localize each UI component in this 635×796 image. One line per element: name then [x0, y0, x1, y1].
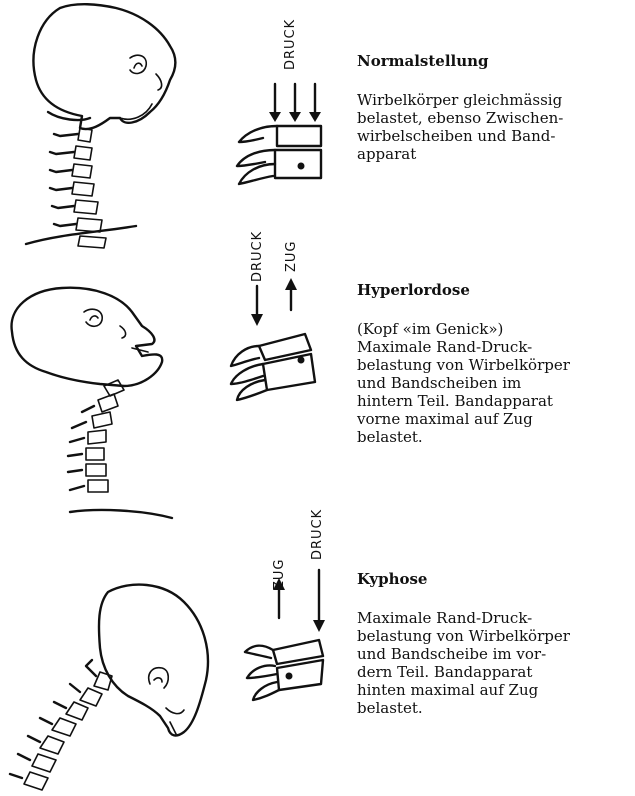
panel-hyperlordose-text: Hyperlordose (Kopf «im Genick») Maximale… — [357, 281, 627, 446]
zug-label-2: ZUG — [284, 241, 299, 273]
panel-kyphose-text: Kyphose Maximale Rand-Druck- belastung v… — [357, 570, 627, 717]
skull-hyperlordose-drawing — [2, 282, 192, 522]
skull-kyphose-drawing — [0, 576, 230, 796]
druck-label-1: DRUCK — [283, 19, 298, 70]
panel-hyperlordose-description: (Kopf «im Genick») Maximale Rand-Druck- … — [357, 320, 627, 446]
vertebra-hyperlordose-diagram — [225, 250, 345, 420]
druck-label-3: DRUCK — [310, 509, 325, 560]
panel-hyperlordose-title: Hyperlordose — [357, 281, 627, 299]
panel-normal-description: Wirbelkörper gleichmässig belastet, eben… — [357, 91, 627, 163]
vertebra-kyphose-diagram — [235, 560, 355, 710]
panel-normal-title: Normalstellung — [357, 52, 627, 70]
vertebra-normal-diagram — [225, 80, 345, 200]
skull-normal-drawing — [20, 0, 220, 250]
druck-label-2: DRUCK — [250, 231, 265, 282]
panel-kyphose-description: Maximale Rand-Druck- belastung von Wirbe… — [357, 609, 627, 717]
panel-kyphose-title: Kyphose — [357, 570, 627, 588]
zug-label-3: ZUG — [272, 559, 287, 591]
panel-normal-text: Normalstellung Wirbelkörper gleichmässig… — [357, 52, 627, 163]
